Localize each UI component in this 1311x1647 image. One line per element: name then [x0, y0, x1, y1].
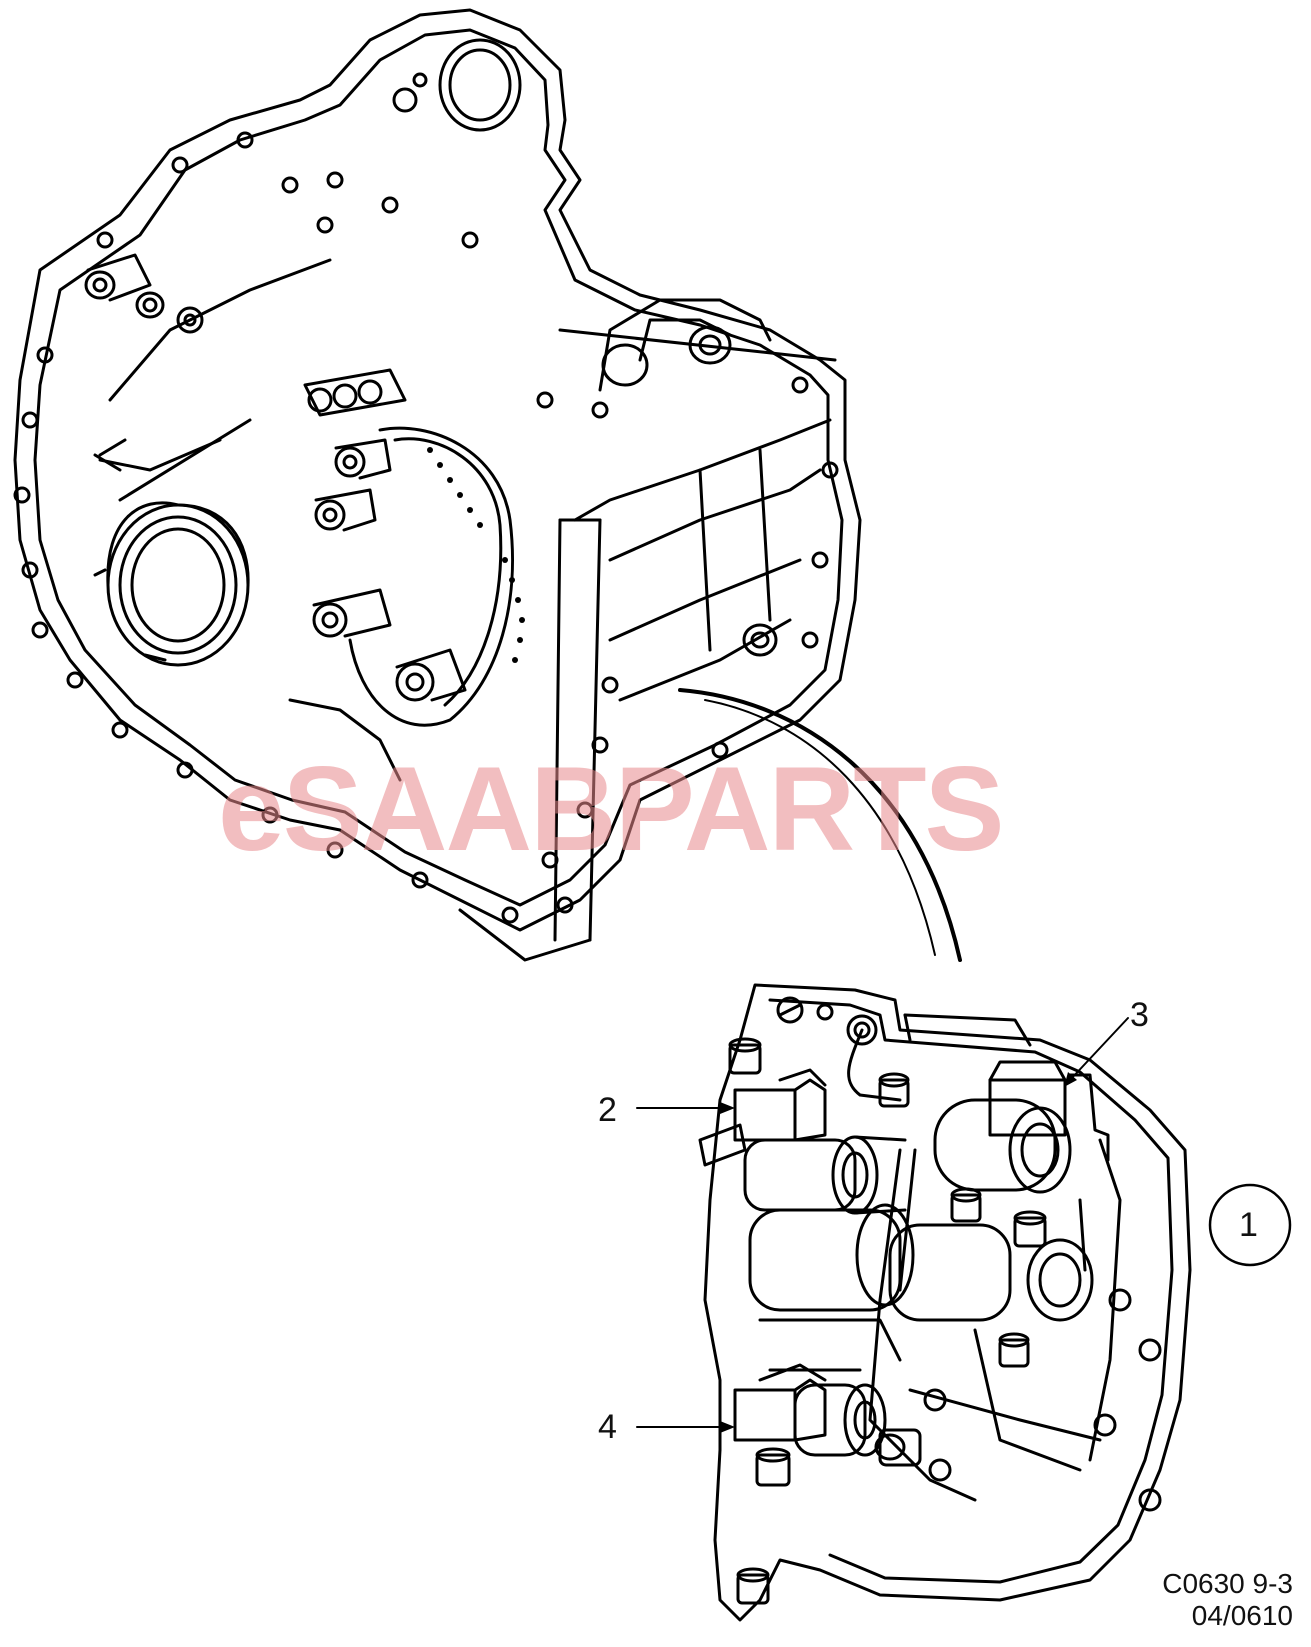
transmission-housing — [13, 8, 862, 962]
callout-2-label: 2 — [598, 1091, 617, 1129]
watermark-prefix: eSAAB — [218, 742, 617, 876]
drawing-code: C0630 9-3 04/0610 — [1162, 1568, 1293, 1632]
callout-3-label: 3 — [1130, 996, 1149, 1034]
solenoid-2 — [698, 1068, 907, 1215]
valve-body — [698, 983, 1192, 1622]
solenoid-4 — [733, 1363, 922, 1467]
watermark: eSAABPARTS — [218, 740, 1005, 878]
callout-1-label: 1 — [1239, 1206, 1258, 1244]
drawing-code-line1: C0630 9-3 — [1162, 1568, 1293, 1599]
callout-4-label: 4 — [598, 1408, 617, 1446]
drawing-code-line2: 04/0610 — [1191, 1600, 1293, 1632]
solenoid-3 — [933, 1060, 1110, 1194]
assembly-leader-line — [678, 688, 962, 962]
watermark-suffix: PARTS — [614, 742, 1005, 876]
callout-1-circle — [1208, 1183, 1292, 1267]
callout-leaders — [636, 1017, 1129, 1428]
